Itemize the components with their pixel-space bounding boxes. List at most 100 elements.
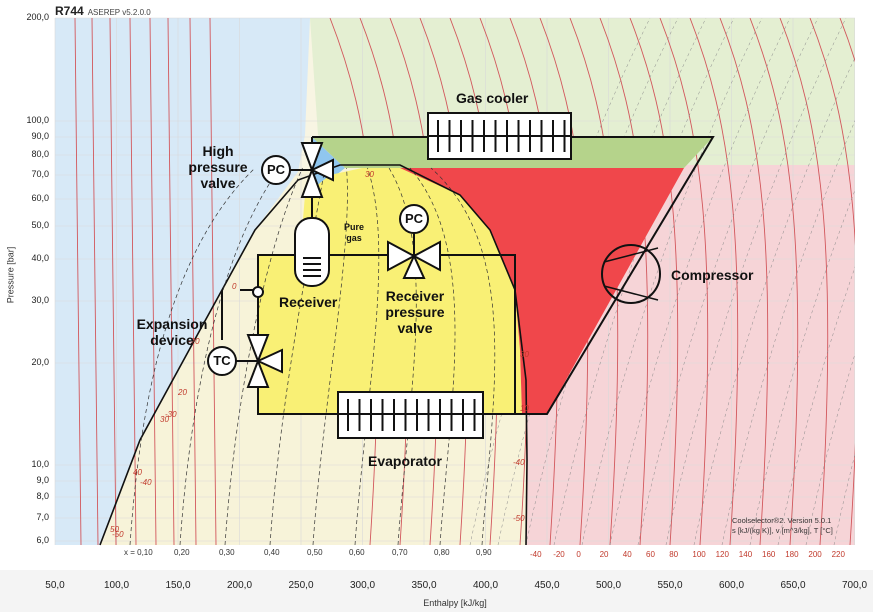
info-box: Coolselector®2. Version 5.0.1 s [kJ/(kg … bbox=[732, 516, 833, 536]
tc-label: TC bbox=[213, 353, 231, 368]
isotherm-label: 10 bbox=[520, 404, 529, 413]
pc-high-label: PC bbox=[266, 162, 286, 177]
y-tick-label: 200,0 bbox=[26, 12, 49, 22]
y-tick-label: 8,0 bbox=[36, 491, 49, 501]
pure-gas-label: Pure gas bbox=[344, 222, 364, 244]
rpv-line-3: valve bbox=[397, 320, 433, 336]
y-tick-label: 20,0 bbox=[31, 357, 49, 367]
temperature-tick: 60 bbox=[646, 550, 655, 559]
y-tick-label: 40,0 bbox=[31, 253, 49, 263]
quality-label: 0,80 bbox=[434, 548, 450, 557]
high-pressure-valve-label: High pressure valve bbox=[182, 143, 254, 191]
isotherm-label: 30 bbox=[520, 350, 529, 359]
rpv-line-1: Receiver bbox=[385, 288, 445, 304]
y-tick-label: 6,0 bbox=[36, 535, 49, 545]
receiver-pressure-valve-symbol bbox=[387, 204, 441, 279]
y-tick-label: 60,0 bbox=[31, 193, 49, 203]
temperature-tick: 140 bbox=[738, 550, 753, 559]
temperature-tick: 200 bbox=[808, 550, 822, 559]
x-tick-label: 150,0 bbox=[165, 580, 191, 591]
refrigerant-label: R744 bbox=[55, 4, 84, 18]
isotherm-label: -30 bbox=[165, 410, 177, 419]
quality-label: 0,70 bbox=[392, 548, 408, 557]
pure-gas-line-1: Pure bbox=[344, 222, 365, 232]
compressor-label: Compressor bbox=[671, 267, 754, 283]
y-tick-label: 30,0 bbox=[31, 295, 49, 305]
isotherm-label: -20 bbox=[188, 337, 200, 346]
temperature-tick: 120 bbox=[715, 550, 729, 559]
y-tick-label: 50,0 bbox=[31, 220, 49, 230]
temperature-tick: 40 bbox=[622, 550, 632, 559]
rpv-line-2: pressure bbox=[385, 304, 445, 320]
quality-label: 0,60 bbox=[349, 548, 365, 557]
pure-gas-line-2: gas bbox=[346, 233, 362, 243]
exp-line-2: device bbox=[150, 332, 194, 348]
isotherm-label: -40 bbox=[513, 458, 525, 467]
gas-cooler-label: Gas cooler bbox=[456, 90, 529, 106]
temperature-tick: 0 bbox=[576, 550, 581, 559]
x-tick-label: 300,0 bbox=[349, 580, 376, 591]
quality-label: 0,40 bbox=[264, 548, 280, 557]
expansion-device-symbol bbox=[207, 286, 283, 388]
temperature-tick: 180 bbox=[785, 550, 799, 559]
temperature-tick: 160 bbox=[762, 550, 776, 559]
x-tick-label: 500,0 bbox=[595, 580, 622, 591]
bottom-band bbox=[0, 570, 873, 612]
quality-label: 0,90 bbox=[476, 548, 492, 557]
temperature-tick: 20 bbox=[599, 550, 609, 559]
x-tick-label: 100,0 bbox=[103, 580, 130, 591]
exp-line-1: Expansion bbox=[136, 316, 208, 332]
y-tick-label: 10,0 bbox=[31, 459, 49, 469]
y-tick-label: 80,0 bbox=[31, 149, 49, 159]
hpv-line-3: valve bbox=[200, 175, 236, 191]
temperature-tick: 220 bbox=[831, 550, 845, 559]
info-line-1: Coolselector®2. Version 5.0.1 bbox=[732, 516, 832, 525]
x-tick-label: 600,0 bbox=[718, 580, 745, 591]
evaporator-label: Evaporator bbox=[368, 453, 442, 469]
quality-label: 0,20 bbox=[174, 548, 190, 557]
saturation-dome bbox=[99, 164, 528, 546]
y-tick-label: 7,0 bbox=[36, 512, 49, 522]
compression-area bbox=[400, 168, 684, 414]
x-tick-label: 50,0 bbox=[45, 580, 65, 591]
temperature-tick: -40 bbox=[530, 550, 542, 559]
isotherm-label: 30 bbox=[160, 415, 169, 424]
isotherm-label: 20 bbox=[178, 388, 187, 397]
y-tick-label: 70,0 bbox=[31, 169, 49, 179]
x-tick-label: 200,0 bbox=[226, 580, 253, 591]
quality-label: 0,50 bbox=[307, 548, 323, 557]
isotherm-label: -50 bbox=[112, 530, 124, 539]
quality-lines bbox=[129, 167, 496, 546]
evaporator-symbol bbox=[337, 391, 484, 439]
info-line-2: s [kJ/(kg K)], v [m^3/kg], T [°C] bbox=[732, 526, 833, 535]
temperature-tick: -20 bbox=[553, 550, 565, 559]
y-tick-label: 9,0 bbox=[36, 475, 49, 485]
quality-label: 0,30 bbox=[219, 548, 235, 557]
quality-label: x = 0,10 bbox=[124, 548, 153, 557]
version-label: ASEREP v5.2.0.0 bbox=[87, 8, 151, 17]
x-tick-label: 350,0 bbox=[411, 580, 437, 591]
gas-cooler-symbol bbox=[427, 112, 572, 160]
isotherm-label: 50 bbox=[110, 525, 119, 534]
isotherm-label: 0 bbox=[232, 282, 237, 291]
isotherm-label: -40 bbox=[140, 478, 152, 487]
hpv-line-1: High bbox=[202, 143, 234, 159]
x-tick-label: 250,0 bbox=[288, 580, 314, 591]
x-axis-label: Enthalpy [kJ/kg] bbox=[423, 598, 487, 608]
y-tick-label: 100,0 bbox=[26, 115, 49, 125]
receiver-label: Receiver bbox=[279, 294, 338, 310]
compressor-symbol bbox=[601, 244, 661, 304]
hpv-line-2: pressure bbox=[188, 159, 248, 175]
y-tick-label: 90,0 bbox=[31, 131, 49, 141]
grid-lines bbox=[54, 17, 855, 545]
receiver-pressure-valve-label: Receiver pressure valve bbox=[374, 288, 456, 336]
x-tick-label: 650,0 bbox=[780, 580, 806, 591]
y-axis-label: Pressure [bar] bbox=[5, 246, 16, 304]
x-tick-label: 400,0 bbox=[472, 580, 499, 591]
isotherm-label: -50 bbox=[513, 514, 525, 523]
temperature-tick: 100 bbox=[692, 550, 706, 559]
temperature-tick: 80 bbox=[669, 550, 679, 559]
